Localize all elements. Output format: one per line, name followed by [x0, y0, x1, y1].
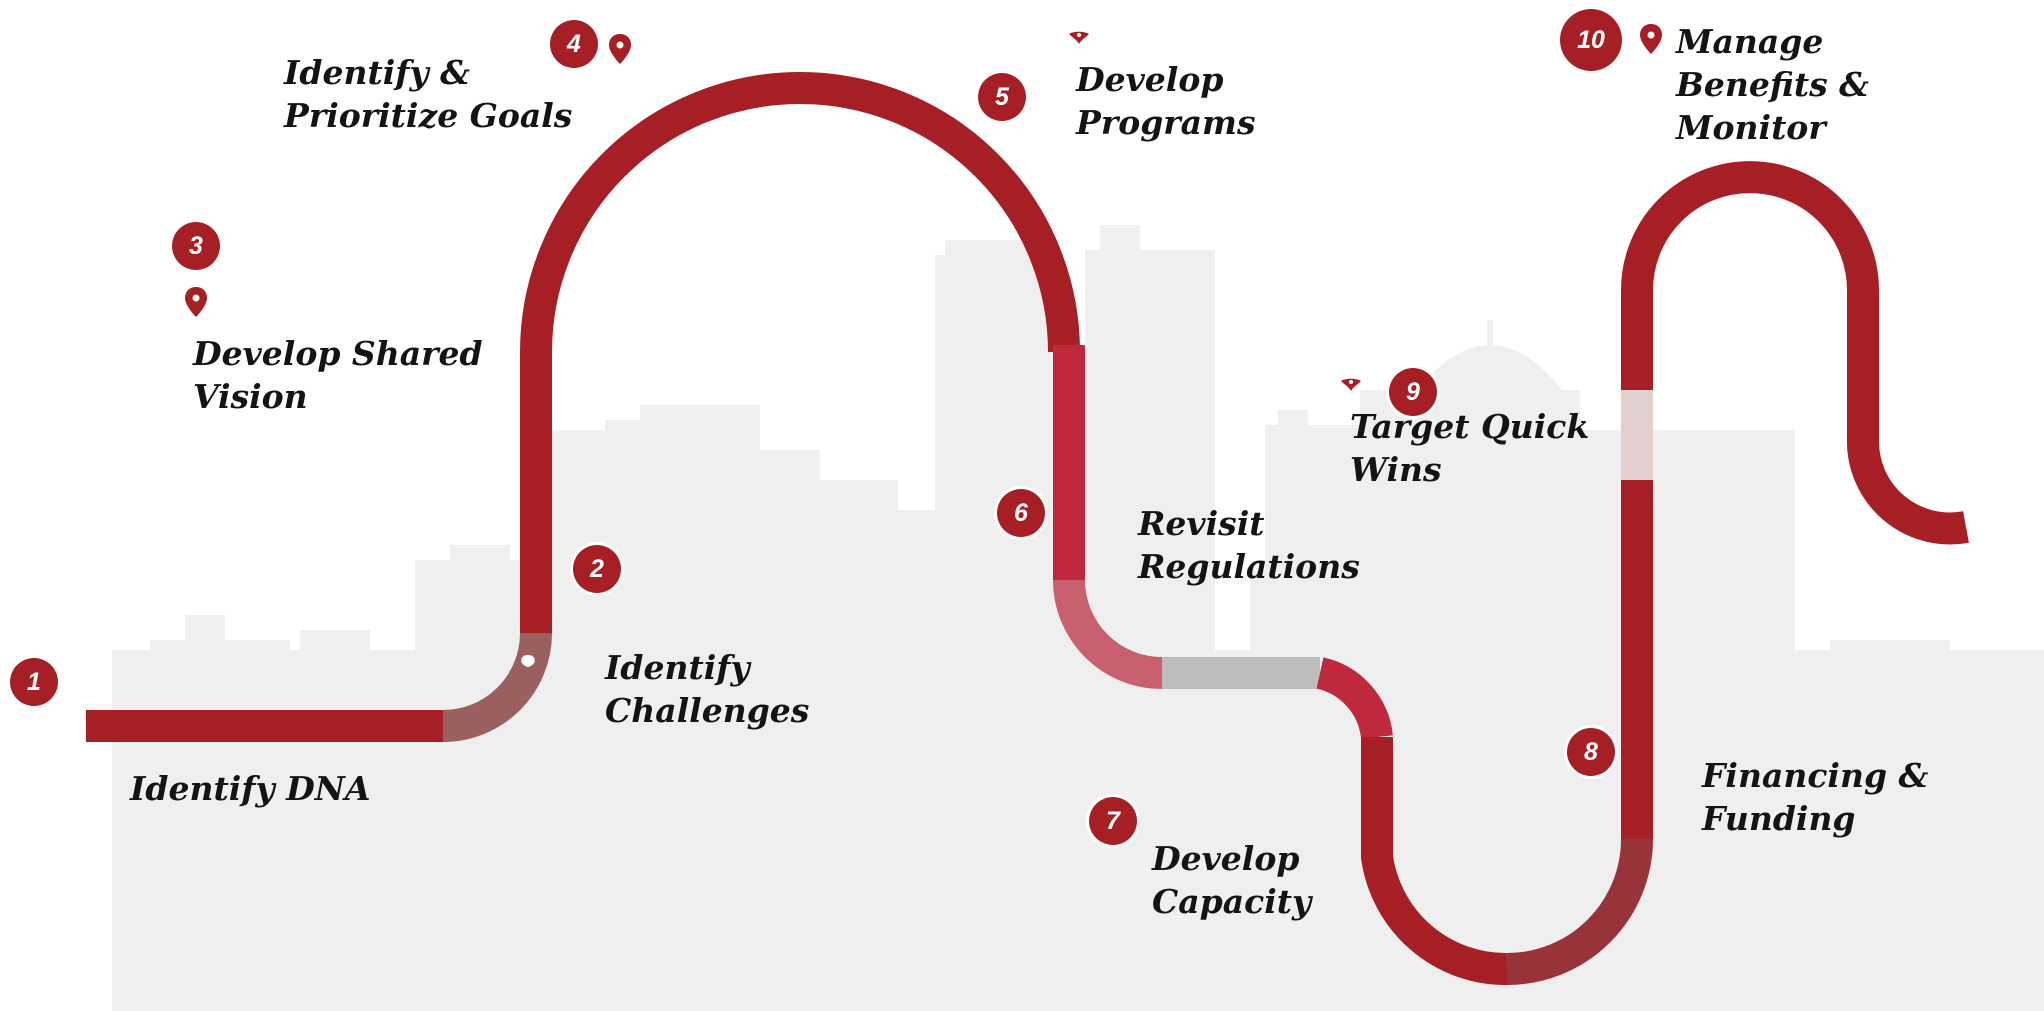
road-segment-12: [1621, 161, 1969, 545]
map-pin-icon: [1640, 24, 1662, 54]
step-4-badge: 4: [550, 20, 598, 68]
step-9-label: Target Quick Wins: [1350, 407, 1590, 489]
step-7-label: Develop Capacity: [1152, 839, 1312, 921]
map-pin-icon: [521, 655, 535, 667]
road-segment-7: [1315, 657, 1393, 740]
step-6-badge: 6: [997, 489, 1045, 537]
road-segment-8: [1361, 737, 1508, 986]
step-3-label: Develop Shared Vision: [193, 334, 483, 416]
step-2-label: Identify Challenges: [605, 648, 810, 730]
step-5-label: Develop Programs: [1076, 60, 1256, 142]
map-pin-icon: [609, 34, 631, 64]
road-segment-3: [520, 72, 1080, 633]
road-segment-5: [1053, 579, 1163, 689]
road-segment-9: [1506, 838, 1653, 985]
map-pin-icon: [185, 287, 207, 317]
step-3-badge: 3: [172, 222, 220, 270]
step-9-badge: 9: [1389, 368, 1437, 416]
step-5-badge: 5: [978, 73, 1026, 121]
step-1-label: Identify DNA: [130, 769, 371, 808]
roadmap-path: [86, 72, 1969, 986]
road-segment-2: [442, 632, 552, 742]
step-10-badge: 10: [1560, 9, 1622, 71]
step-2-badge: 2: [573, 545, 621, 593]
step-8-badge: 8: [1567, 728, 1615, 776]
step-4-label: Identify & Prioritize Goals: [284, 53, 573, 135]
step-8-label: Financing & Funding: [1702, 756, 1929, 838]
step-1-badge: 1: [10, 658, 58, 706]
city-skyline: [112, 225, 2044, 1011]
step-6-label: Revisit Regulations: [1138, 504, 1360, 586]
map-pin-icon: [1069, 31, 1089, 44]
map-pin-icon: [1341, 378, 1361, 391]
step-10-label: Manage Benefits & Monitor: [1676, 22, 1869, 147]
step-7-badge: 7: [1089, 797, 1137, 845]
